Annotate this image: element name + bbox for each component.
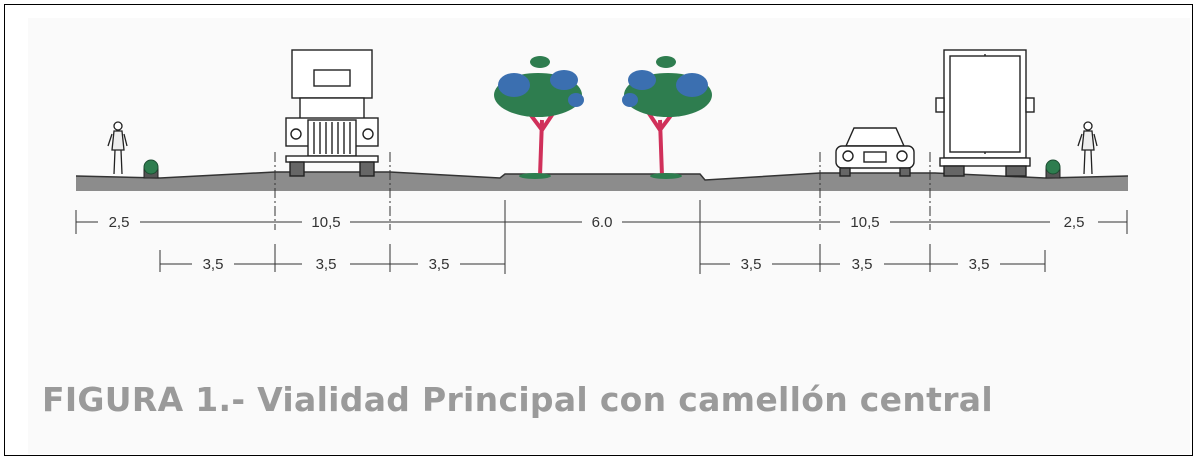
dim-label-bottom-1: 3,5 [203,256,224,273]
dim-label-top-2: 10,5 [311,214,340,231]
dim-label-bottom-2: 3,5 [316,256,337,273]
dim-label-bottom-6: 3,5 [969,256,990,273]
tree-icon [622,56,712,179]
shrub-icon [143,159,159,179]
dim-label-top-5: 2,5 [1064,214,1085,231]
truck-front-icon [285,49,379,177]
dim-label-bottom-4: 3,5 [741,256,762,273]
extension-lines [274,152,931,230]
dim-label-bottom-5: 3,5 [852,256,873,273]
tree-icon [494,56,584,179]
pedestrian-icon [107,121,128,175]
dim-label-top-4: 10,5 [850,214,879,231]
dim-label-top-1: 2,5 [109,214,130,231]
dimension-lines: 2,5 10,5 6.0 10,5 2,5 3,5 3,5 3,5 3,5 3,… [75,152,1128,274]
figure-caption: FIGURA 1.- Vialidad Principal con camell… [42,380,993,419]
pedestrian-icon [1077,121,1098,175]
dim-label-bottom-3: 3,5 [429,256,450,273]
road-profile [75,171,1129,191]
car-front-icon [835,127,915,177]
truck-rear-icon [935,49,1035,177]
dim-label-top-3: 6.0 [592,214,613,231]
shrub-icon [1045,159,1061,179]
